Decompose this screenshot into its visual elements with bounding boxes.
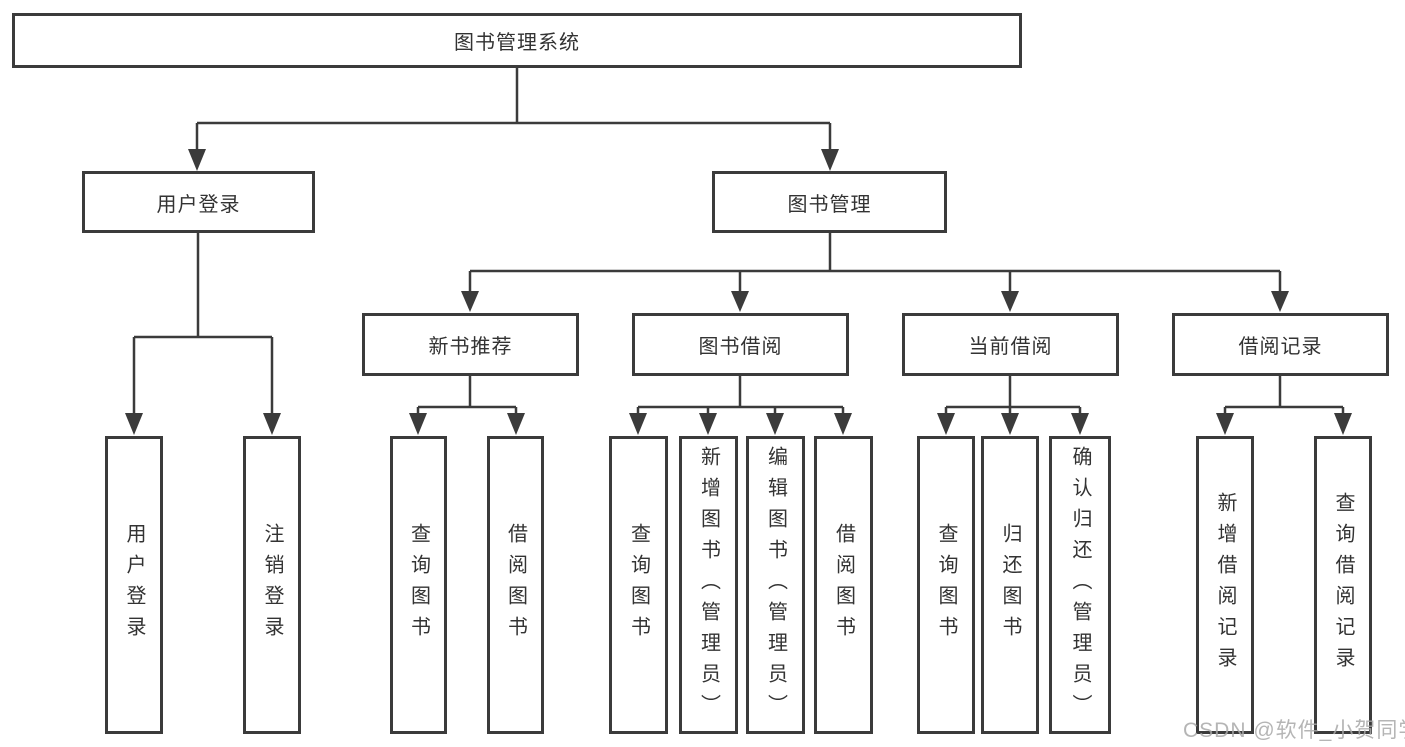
leaf-user-login: 用户登录 bbox=[105, 436, 163, 734]
leaf-confirm-return-admin: 确认归还（管理员） bbox=[1049, 436, 1111, 734]
leaf-logout-login: 注销登录 bbox=[243, 436, 301, 734]
leaf-query-books-recommend: 查询图书 bbox=[390, 436, 447, 734]
leaf-query-books-borrowing: 查询图书 bbox=[609, 436, 668, 734]
node-book-borrowing: 图书借阅 bbox=[632, 313, 849, 376]
node-user-login: 用户登录 bbox=[82, 171, 315, 233]
leaf-edit-book-admin: 编辑图书（管理员） bbox=[746, 436, 805, 734]
leaf-add-book-admin: 新增图书（管理员） bbox=[679, 436, 738, 734]
leaf-add-borrow-record: 新增借阅记录 bbox=[1196, 436, 1254, 734]
leaf-query-borrow-record: 查询借阅记录 bbox=[1314, 436, 1372, 734]
node-book-management: 图书管理 bbox=[712, 171, 947, 233]
arrowheads bbox=[125, 149, 1352, 435]
leaf-query-books-current: 查询图书 bbox=[917, 436, 975, 734]
leaf-borrow-books-recommend: 借阅图书 bbox=[487, 436, 544, 734]
node-borrowing-records: 借阅记录 bbox=[1172, 313, 1389, 376]
leaf-borrow-books-borrowing: 借阅图书 bbox=[814, 436, 873, 734]
node-new-book-recommendation: 新书推荐 bbox=[362, 313, 579, 376]
node-library-management-system: 图书管理系统 bbox=[12, 13, 1022, 68]
node-current-borrowing: 当前借阅 bbox=[902, 313, 1119, 376]
leaf-return-books: 归还图书 bbox=[981, 436, 1039, 734]
watermark: CSDN @软件_小贺同学 bbox=[1183, 719, 1405, 742]
